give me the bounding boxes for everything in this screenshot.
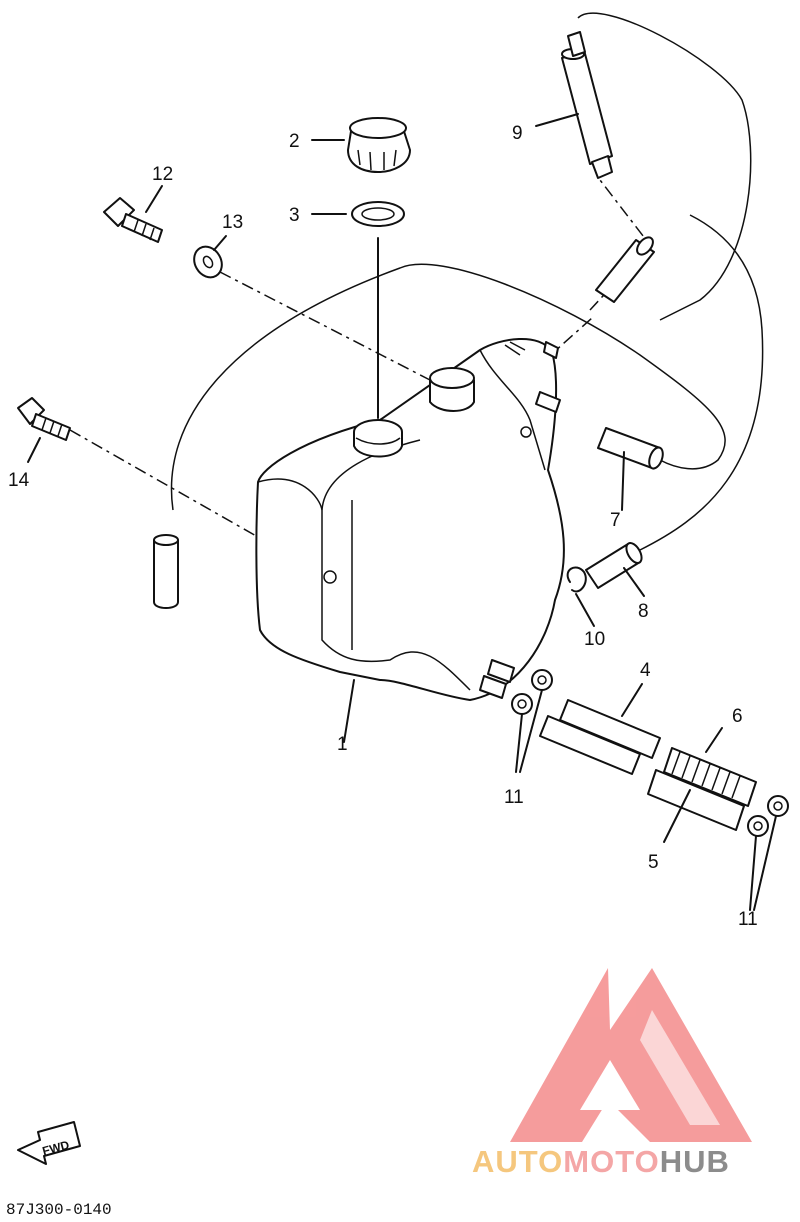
- hose-7: [597, 427, 664, 470]
- bolt-12: [103, 197, 163, 243]
- drawing-code: 87J300-0140: [6, 1201, 112, 1219]
- part-label-4: 4: [640, 660, 651, 681]
- hose-clamps-11: [511, 669, 789, 837]
- washer-13: [193, 245, 223, 279]
- part-label-13: 13: [222, 212, 243, 233]
- clip-10: [566, 566, 587, 593]
- hose-5: [647, 769, 745, 831]
- automotohub-logo-icon: [510, 968, 752, 1142]
- part-label-11-right: 11: [738, 909, 758, 930]
- part-label-9: 9: [512, 123, 523, 144]
- leader-lines: [27, 113, 777, 911]
- part-label-8: 8: [638, 601, 649, 622]
- hose-4: [539, 699, 661, 775]
- watermark-hub: HUB: [660, 1144, 730, 1179]
- part-label-1: 1: [337, 734, 348, 755]
- hose-upper-short: [595, 236, 655, 303]
- bolt-14: [17, 397, 71, 441]
- hose-6-spring: [663, 747, 757, 807]
- part-label-6: 6: [732, 706, 743, 727]
- part-label-2: 2: [289, 131, 300, 152]
- fwd-label: FWD: [41, 1138, 71, 1159]
- hose-8: [585, 542, 643, 589]
- hose-left-vertical: [153, 534, 179, 609]
- oil-tank: [255, 338, 565, 701]
- watermark-moto: MOTO: [563, 1144, 659, 1179]
- part-label-7: 7: [610, 510, 621, 531]
- hose-9: [561, 31, 613, 179]
- forward-arrow-icon: FWD: [17, 1121, 81, 1165]
- watermark-auto: AUTO: [472, 1144, 563, 1179]
- automotohub-watermark: AUTOMOTOHUB: [472, 1144, 730, 1179]
- part-label-12: 12: [152, 164, 173, 185]
- part-label-10: 10: [584, 629, 605, 650]
- svg-text:AUTOMOTOHUB: AUTOMOTOHUB: [472, 1144, 730, 1179]
- cap-gasket: [351, 201, 405, 227]
- oil-cap: [347, 117, 411, 173]
- part-label-5: 5: [648, 852, 659, 873]
- part-label-3: 3: [289, 205, 300, 226]
- part-label-11: 11: [504, 787, 524, 808]
- part-label-14: 14: [8, 470, 30, 491]
